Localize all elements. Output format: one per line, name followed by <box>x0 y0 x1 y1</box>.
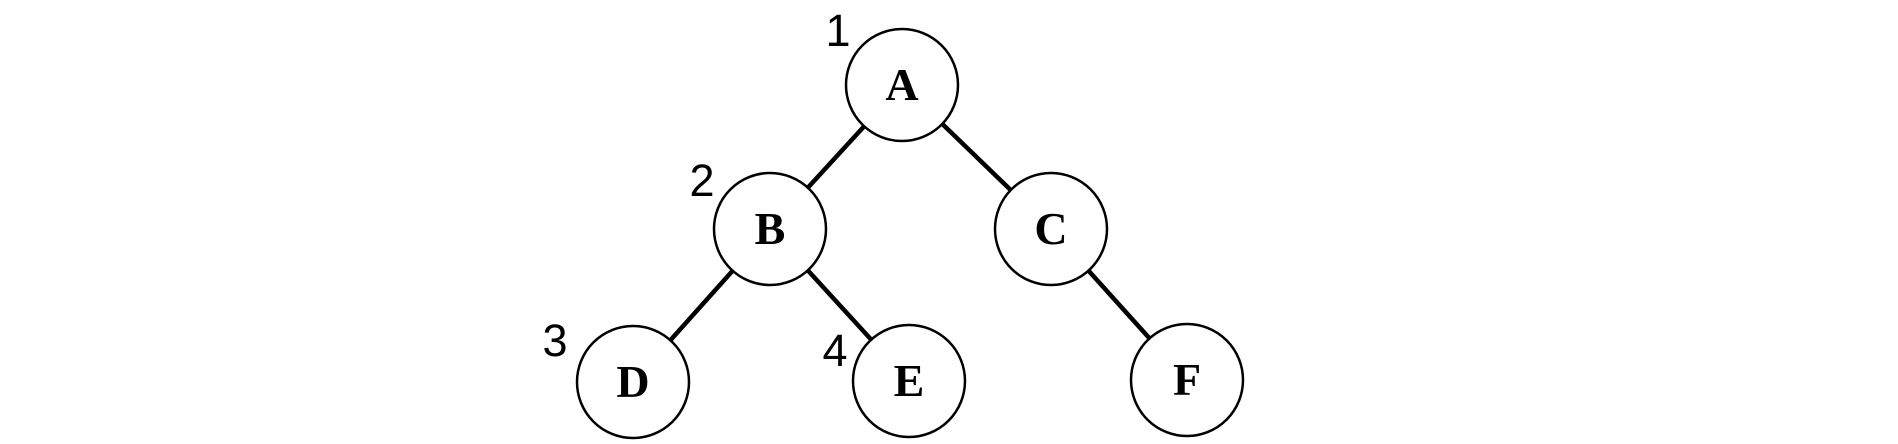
tree-node-A: A <box>844 27 960 143</box>
visit-order-layer: 1 2 3 4 <box>542 5 850 376</box>
tree-node-C: C <box>993 171 1109 287</box>
visit-order-number-E: 4 <box>822 325 847 376</box>
node-circle-D <box>575 324 691 440</box>
tree-node-B: B <box>712 171 828 287</box>
tree-node-F: F <box>1129 322 1245 438</box>
node-circle-A <box>844 27 960 143</box>
tree-node-E: E <box>851 323 967 439</box>
node-label-F: F <box>1173 354 1201 405</box>
tree-node-D: D <box>575 324 691 440</box>
visit-order-number-D: 3 <box>542 315 567 366</box>
node-label-A: A <box>885 59 918 110</box>
visit-order-number-A: 1 <box>825 5 850 56</box>
visit-order-number-B: 2 <box>689 155 714 206</box>
node-label-E: E <box>894 355 925 406</box>
node-circle-F <box>1129 322 1245 438</box>
node-label-C: C <box>1034 203 1067 254</box>
node-circle-E <box>851 323 967 439</box>
node-circle-B <box>712 171 828 287</box>
nodes-layer: A B C D E F <box>575 27 1245 440</box>
node-label-B: B <box>755 203 786 254</box>
node-label-D: D <box>616 356 649 407</box>
node-circle-C <box>993 171 1109 287</box>
